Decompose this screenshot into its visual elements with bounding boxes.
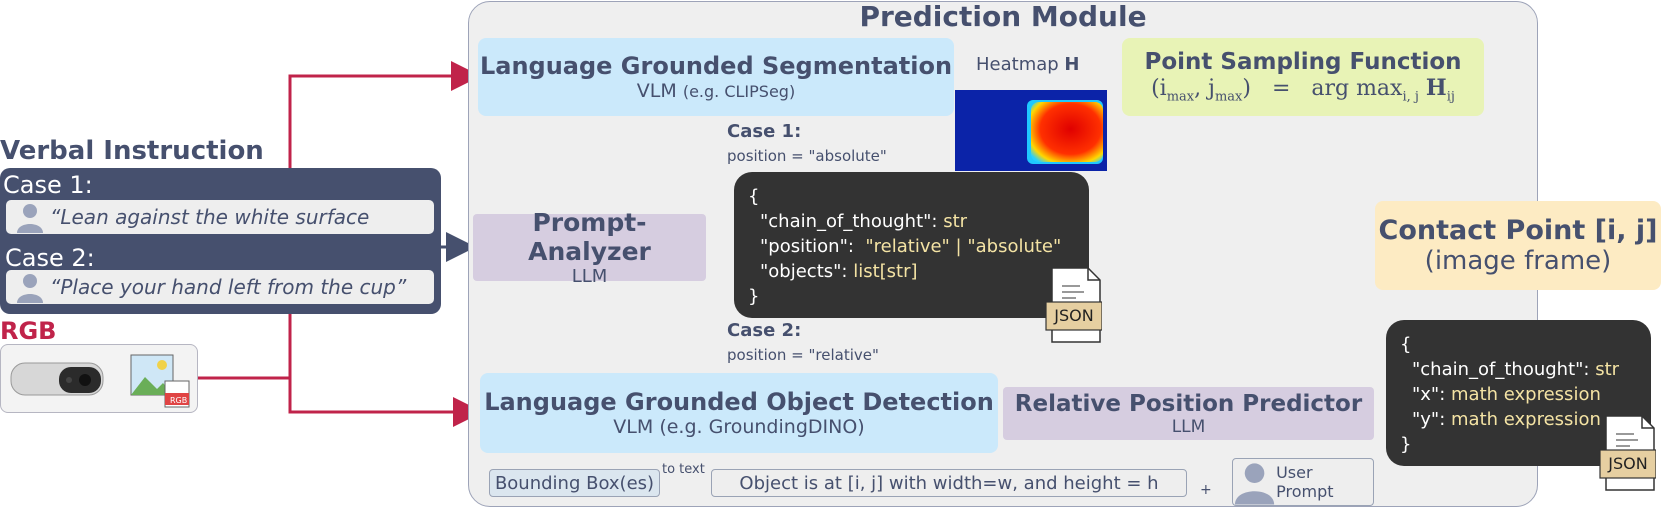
formula-sub: ij — [1446, 89, 1455, 105]
segmentation-vlm: VLM — [636, 80, 677, 102]
case1-label: Case 1: — [727, 121, 802, 142]
json1-badge: JSON — [1054, 306, 1094, 325]
json1-value: str — [943, 211, 968, 232]
verbal-instruction-heading: Verbal Instruction — [0, 136, 264, 166]
relative-position-sub: LLM — [1171, 416, 1206, 437]
user-prompt-box: User Prompt — [1232, 458, 1374, 506]
json1-close: } — [748, 286, 760, 307]
image-icon — [130, 354, 190, 408]
bounding-boxes-box: Bounding Box(es) — [489, 469, 660, 497]
json1-open: { — [748, 186, 760, 207]
plus-sign: + — [1200, 482, 1212, 498]
contact-point-box: Contact Point [i, j] (image frame) — [1375, 201, 1661, 290]
heatmap-label-text: Heatmap — [976, 54, 1059, 75]
object-detection-box: Language Grounded Object Detection VLM (… — [480, 373, 998, 453]
verbal-case1-instruction: “Lean against the white surface — [6, 200, 434, 234]
json2-close: } — [1400, 434, 1412, 455]
point-sampling-box: Point Sampling Function (imax, jmax) = a… — [1122, 38, 1484, 116]
segmentation-title: Language Grounded Segmentation — [479, 52, 953, 80]
object-sentence-box: Object is at [i, j] with width=w, and he… — [711, 469, 1187, 497]
json1-value: list[str] — [853, 261, 918, 282]
json2-value: math expression — [1451, 384, 1601, 405]
formula-H: H — [1425, 75, 1447, 102]
verbal-case2-text: “Place your hand left from the cup” — [50, 275, 407, 299]
json1-key: "position": — [760, 236, 854, 257]
contact-point-subtitle: (image frame) — [1424, 246, 1612, 276]
json2-key: "chain_of_thought": — [1412, 359, 1590, 380]
relative-position-box: Relative Position Predictor LLM — [1003, 387, 1374, 440]
to-text-label: to text — [662, 462, 705, 477]
verbal-case1-text: “Lean against the white surface — [50, 205, 370, 229]
formula-part: ) — [1242, 76, 1251, 102]
json-file-icon — [1045, 267, 1102, 343]
point-sampling-title: Point Sampling Function — [1144, 49, 1462, 76]
json1-key: "objects": — [760, 261, 848, 282]
relative-position-title: Relative Position Predictor — [1014, 390, 1363, 417]
verbal-case2-instruction: “Place your hand left from the cup” — [6, 270, 434, 304]
json1-key: "chain_of_thought": — [760, 211, 938, 232]
person-icon — [17, 274, 43, 303]
case2-label: Case 2: — [727, 320, 802, 341]
verbal-case1-label: Case 1: — [3, 171, 93, 199]
segmentation-example: (e.g. CLIPSeg) — [682, 82, 796, 101]
rgb-file-badge: RGB — [170, 396, 188, 405]
heatmap-symbol: H — [1064, 54, 1080, 75]
json2-value: math expression — [1451, 409, 1601, 430]
rgb-heading: RGB — [0, 317, 57, 345]
json2-open: { — [1400, 334, 1412, 355]
case2-position: position = "relative" — [727, 346, 879, 364]
segmentation-box: Language Grounded Segmentation VLM (e.g.… — [478, 38, 954, 116]
person-icon — [1234, 463, 1275, 505]
prompt-analyzer-sub: LLM — [571, 266, 608, 287]
formula-part: , j — [1194, 76, 1215, 102]
verbal-instruction-box: Case 1: “Lean against the white surface … — [0, 168, 441, 314]
formula-sub: max — [1214, 89, 1243, 105]
object-detection-vlm: VLM — [613, 416, 654, 438]
formula-argmax: arg max — [1311, 76, 1403, 102]
object-detection-example: (e.g. GroundingDINO) — [659, 416, 865, 438]
rgb-input-box: RGB — [0, 344, 198, 413]
person-icon — [17, 204, 43, 233]
formula-sub: i, j — [1402, 89, 1419, 105]
prompt-analyzer-box: Prompt-Analyzer LLM — [473, 208, 706, 287]
module-title: Prediction Module — [859, 0, 1147, 33]
camera-icon — [10, 362, 104, 396]
case1-position: position = "absolute" — [727, 147, 887, 165]
json2-value: str — [1595, 359, 1620, 380]
formula-sub: max — [1166, 89, 1195, 105]
object-detection-title: Language Grounded Object Detection — [484, 388, 994, 416]
json1-value: "relative" | "absolute" — [865, 236, 1062, 257]
formula-eq: = — [1271, 76, 1291, 102]
point-sampling-formula: (imax, jmax) = arg maxi, j Hij — [1151, 75, 1455, 104]
json2-key: "y": — [1412, 409, 1446, 430]
json-file-icon — [1599, 415, 1656, 491]
contact-point-title: Contact Point [i, j] — [1378, 215, 1658, 246]
user-prompt-label: User Prompt — [1276, 463, 1334, 501]
json2-badge: JSON — [1608, 454, 1648, 473]
heatmap-label: Heatmap H — [976, 54, 1080, 75]
json2-key: "x": — [1412, 384, 1446, 405]
verbal-case2-label: Case 2: — [5, 244, 95, 272]
prompt-analyzer-title: Prompt-Analyzer — [528, 208, 651, 266]
analyzer-json-block: { "chain_of_thought": str "position": "r… — [734, 172, 1089, 318]
formula-part: (i — [1151, 76, 1167, 102]
heatmap-image — [955, 90, 1107, 171]
